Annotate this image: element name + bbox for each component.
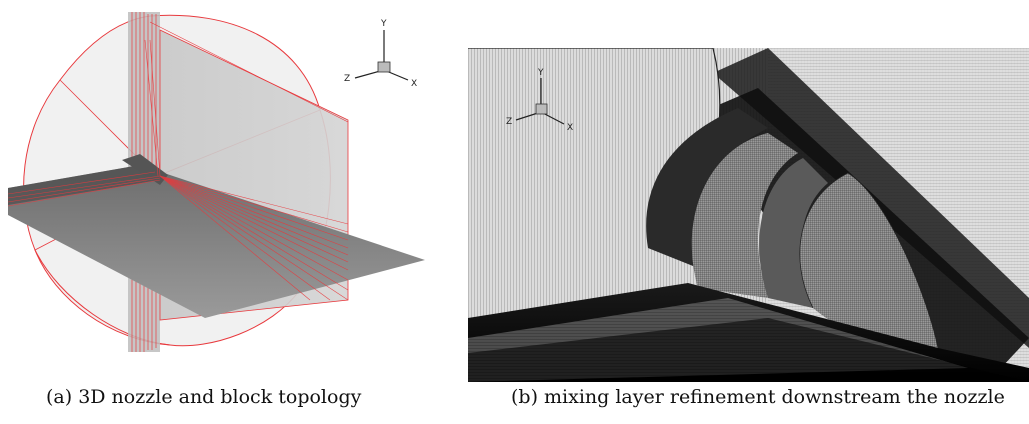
axis-label-y-b: Y xyxy=(537,68,544,78)
axis-label-z-b: Z xyxy=(506,117,512,127)
axes-triad xyxy=(354,30,409,81)
block-topology-render: Y Z X xyxy=(7,12,425,352)
refinement-lines xyxy=(7,39,349,301)
mixing-layer-render: Y Z X xyxy=(468,47,1029,382)
caption-b: (b) mixing layer refinement downstream t… xyxy=(511,386,1005,408)
mixing-layer-figure: Y Z X xyxy=(468,47,1029,382)
axis-label-y: Y xyxy=(380,19,387,29)
block-topology-figure: Y Z X xyxy=(0,0,440,360)
axis-label-x-b: X xyxy=(567,123,573,133)
axis-label-z: Z xyxy=(344,74,350,84)
nozzle-inner-shell xyxy=(691,133,798,298)
nozzle xyxy=(122,154,168,185)
caption-a: (a) 3D nozzle and block topology xyxy=(46,386,362,408)
axes-triad-b xyxy=(515,78,565,125)
nozzle-plug xyxy=(799,173,938,348)
axis-label-x: X xyxy=(411,79,417,89)
horizontal-plane xyxy=(8,165,425,318)
